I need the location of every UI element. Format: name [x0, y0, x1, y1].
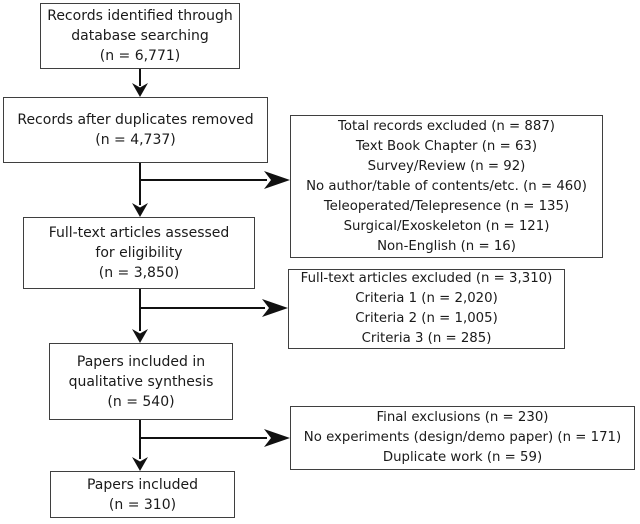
box-text-line: for eligibility — [95, 245, 183, 261]
box-text-line: Full-text articles excluded (n = 3,310) — [300, 271, 553, 286]
box-text-line: database searching — [71, 28, 209, 44]
box-text-line: Total records excluded (n = 887) — [338, 118, 555, 134]
box-records-identified: Records identified through database sear… — [40, 3, 240, 69]
box-text-line: Duplicate work (n = 59) — [382, 450, 543, 465]
arrow-line — [139, 437, 267, 439]
arrowhead-down-icon — [132, 457, 148, 471]
box-text-line: Surgical/Exoskeleton (n = 121) — [343, 218, 550, 234]
box-text-line: qualitative synthesis — [68, 373, 214, 390]
box-text-line: (n = 540) — [107, 393, 175, 410]
arrowhead-right-icon — [264, 429, 290, 447]
box-text-line: (n = 3,850) — [98, 265, 180, 281]
box-text-line: Criteria 1 (n = 2,020) — [355, 291, 498, 306]
box-text-line: Records identified through — [47, 8, 233, 24]
arrowhead-down-icon — [132, 329, 148, 343]
box-papers-included: Papers included (n = 310) — [50, 471, 235, 518]
box-text-line: (n = 6,771) — [99, 48, 181, 64]
box-qualitative-synthesis: Papers included in qualitative synthesis… — [49, 343, 233, 420]
box-text-line: Survey/Review (n = 92) — [367, 158, 526, 174]
box-records-excluded: Total records excluded (n = 887) Text Bo… — [290, 115, 603, 258]
box-text-line: Final exclusions (n = 230) — [376, 410, 549, 425]
box-fulltext-assessed: Full-text articles assessed for eligibil… — [23, 217, 255, 289]
box-text-line: (n = 310) — [108, 496, 177, 513]
box-text-line: No experiments (design/demo paper) (n = … — [303, 430, 622, 445]
box-text-line: Text Book Chapter (n = 63) — [355, 138, 538, 154]
arrow-line — [139, 420, 141, 459]
arrow-line — [139, 163, 141, 205]
box-text-line: Full-text articles assessed — [48, 225, 230, 241]
arrowhead-right-icon — [262, 299, 288, 317]
arrow-line — [139, 289, 141, 331]
box-final-exclusions: Final exclusions (n = 230) No experiment… — [290, 406, 635, 470]
box-text-line: Papers included in — [76, 353, 206, 370]
box-text-line: Papers included — [86, 476, 198, 493]
box-text-line: (n = 4,737) — [95, 132, 176, 148]
arrow-line — [139, 307, 265, 309]
box-after-duplicates: Records after duplicates removed (n = 4,… — [3, 97, 268, 163]
box-text-line: Non-English (n = 16) — [377, 238, 516, 254]
arrow-line — [139, 69, 141, 86]
arrowhead-down-icon — [132, 83, 148, 97]
box-text-line: Criteria 2 (n = 1,005) — [355, 311, 498, 326]
box-fulltext-excluded: Full-text articles excluded (n = 3,310) … — [288, 269, 565, 349]
box-text-line: Criteria 3 (n = 285) — [361, 331, 492, 346]
box-text-line: No author/table of contents/etc. (n = 46… — [306, 178, 587, 194]
arrowhead-right-icon — [264, 171, 290, 189]
box-text-line: Records after duplicates removed — [17, 112, 254, 128]
arrowhead-down-icon — [132, 203, 148, 217]
box-text-line: Teleoperated/Telepresence (n = 135) — [323, 198, 570, 214]
arrow-line — [139, 179, 267, 181]
